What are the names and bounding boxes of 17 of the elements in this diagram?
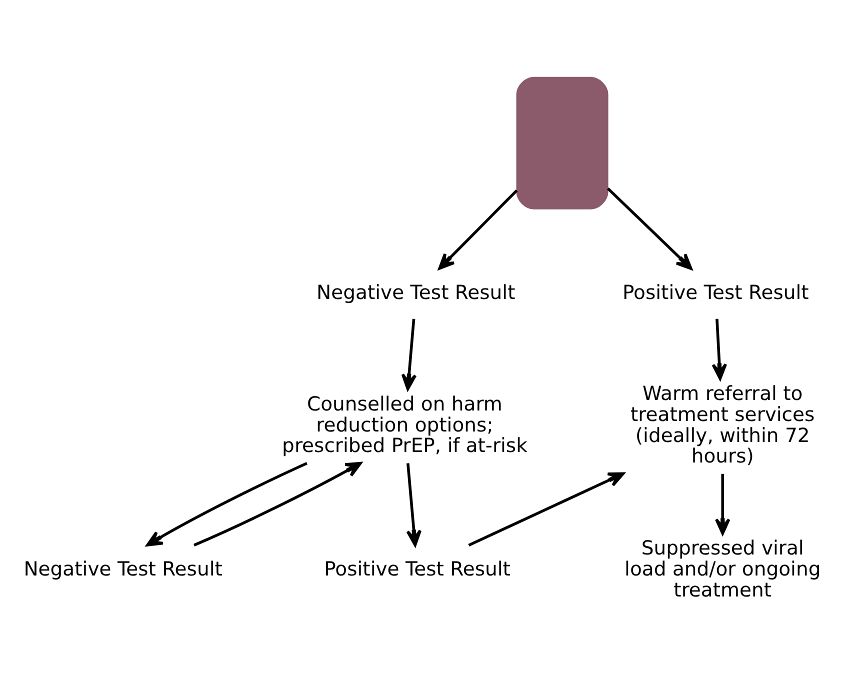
- arrow: [712, 318, 728, 380]
- arrow: [146, 462, 308, 546]
- arrow: [401, 318, 417, 390]
- arrow: [194, 461, 362, 546]
- arrow: [406, 462, 422, 546]
- node-text: Counselled on harm reduction options; prescribed PrEP, if at-risk: [282, 392, 528, 457]
- node-text: Negative Test Result: [316, 280, 516, 304]
- node-text: Positive Test Result: [622, 280, 809, 304]
- node-person: [516, 76, 608, 209]
- node-text: Negative Test Result: [24, 557, 222, 580]
- arrow: [468, 472, 624, 546]
- arrow: [606, 186, 692, 270]
- node-text: Positive Test Result: [324, 557, 510, 580]
- arrow: [438, 188, 518, 270]
- node-text: Warm referral to treatment services (ideally, within 72 hours): [630, 381, 815, 468]
- node-text: Suppressed viral load and/or ongoing treatment: [624, 536, 821, 602]
- arrow: [714, 473, 730, 534]
